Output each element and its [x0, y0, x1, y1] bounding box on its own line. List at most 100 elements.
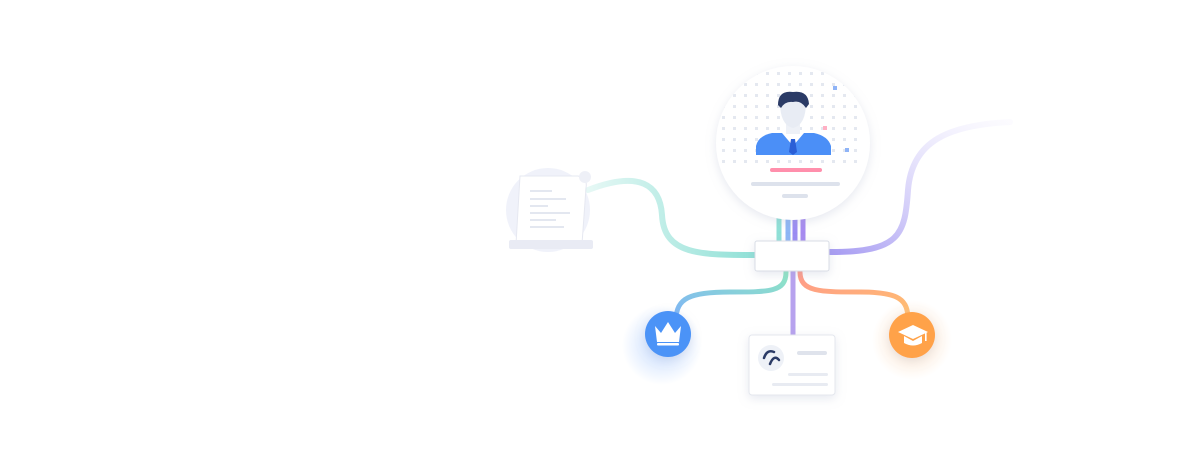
dot — [733, 138, 736, 141]
dot — [832, 160, 835, 163]
dot — [766, 83, 769, 86]
dot — [799, 160, 802, 163]
dot — [810, 127, 813, 130]
dot — [755, 116, 758, 119]
dot — [733, 105, 736, 108]
dot — [777, 160, 780, 163]
dot — [843, 94, 846, 97]
dot — [744, 116, 747, 119]
dot — [843, 83, 846, 86]
dot — [788, 83, 791, 86]
dot — [810, 94, 813, 97]
dot — [832, 116, 835, 119]
profile-title-bar — [751, 182, 840, 186]
dot — [854, 105, 857, 108]
dot — [799, 72, 802, 75]
dot — [832, 127, 835, 130]
dot — [843, 160, 846, 163]
dot — [832, 138, 835, 141]
crown-icon — [655, 322, 681, 346]
dot — [832, 149, 835, 152]
dot — [821, 127, 824, 130]
profile-sub-bar — [782, 194, 808, 198]
dot — [755, 72, 758, 75]
connector-top-right — [827, 119, 1013, 255]
dot — [821, 72, 824, 75]
dot — [744, 127, 747, 130]
dot — [821, 94, 824, 97]
dot — [733, 94, 736, 97]
junction-box — [754, 240, 830, 272]
dot — [733, 127, 736, 130]
dot — [766, 116, 769, 119]
dot — [843, 149, 846, 152]
dot — [733, 149, 736, 152]
dot — [755, 160, 758, 163]
dot — [799, 127, 802, 130]
dot — [722, 83, 725, 86]
profile-name-bar — [770, 168, 822, 172]
dot — [744, 83, 747, 86]
dot — [843, 138, 846, 141]
dot — [854, 72, 857, 75]
document-icon — [509, 171, 593, 249]
dot — [733, 160, 736, 163]
dot — [766, 72, 769, 75]
dot — [777, 127, 780, 130]
dot — [821, 105, 824, 108]
dot — [766, 94, 769, 97]
dot — [832, 83, 835, 86]
dot — [777, 116, 780, 119]
dot — [722, 138, 725, 141]
dot — [744, 149, 747, 152]
dot — [733, 72, 736, 75]
dot — [788, 72, 791, 75]
dot — [722, 94, 725, 97]
dot — [832, 94, 835, 97]
dot — [843, 127, 846, 130]
dot — [722, 105, 725, 108]
crown-node — [622, 305, 702, 385]
dot — [722, 127, 725, 130]
dot — [854, 149, 857, 152]
dot — [799, 83, 802, 86]
dot — [810, 83, 813, 86]
contact-card-icon — [758, 345, 784, 371]
graduation-node — [872, 300, 952, 380]
dot — [810, 105, 813, 108]
dot — [777, 105, 780, 108]
dot — [810, 116, 813, 119]
connector-crown — [673, 269, 789, 323]
dot — [832, 105, 835, 108]
dot — [722, 116, 725, 119]
dot — [755, 94, 758, 97]
dot — [744, 160, 747, 163]
dot — [755, 105, 758, 108]
profile-avatar-icon — [756, 91, 831, 155]
dot — [777, 83, 780, 86]
dot — [744, 105, 747, 108]
dot — [854, 138, 857, 141]
dot — [854, 83, 857, 86]
graduation-cap-icon — [898, 325, 928, 346]
dot — [821, 160, 824, 163]
dot — [744, 72, 747, 75]
dot — [722, 72, 725, 75]
connector-document — [585, 178, 759, 258]
dot — [766, 160, 769, 163]
dot — [755, 127, 758, 130]
dot — [777, 94, 780, 97]
dot — [755, 83, 758, 86]
dot — [766, 127, 769, 130]
dot — [810, 72, 813, 75]
dot — [854, 127, 857, 130]
dot — [843, 72, 846, 75]
dot — [843, 105, 846, 108]
profile-node — [716, 66, 870, 220]
dot — [832, 72, 835, 75]
document-node — [506, 168, 593, 252]
dot — [854, 94, 857, 97]
dot — [854, 160, 857, 163]
dot — [821, 116, 824, 119]
